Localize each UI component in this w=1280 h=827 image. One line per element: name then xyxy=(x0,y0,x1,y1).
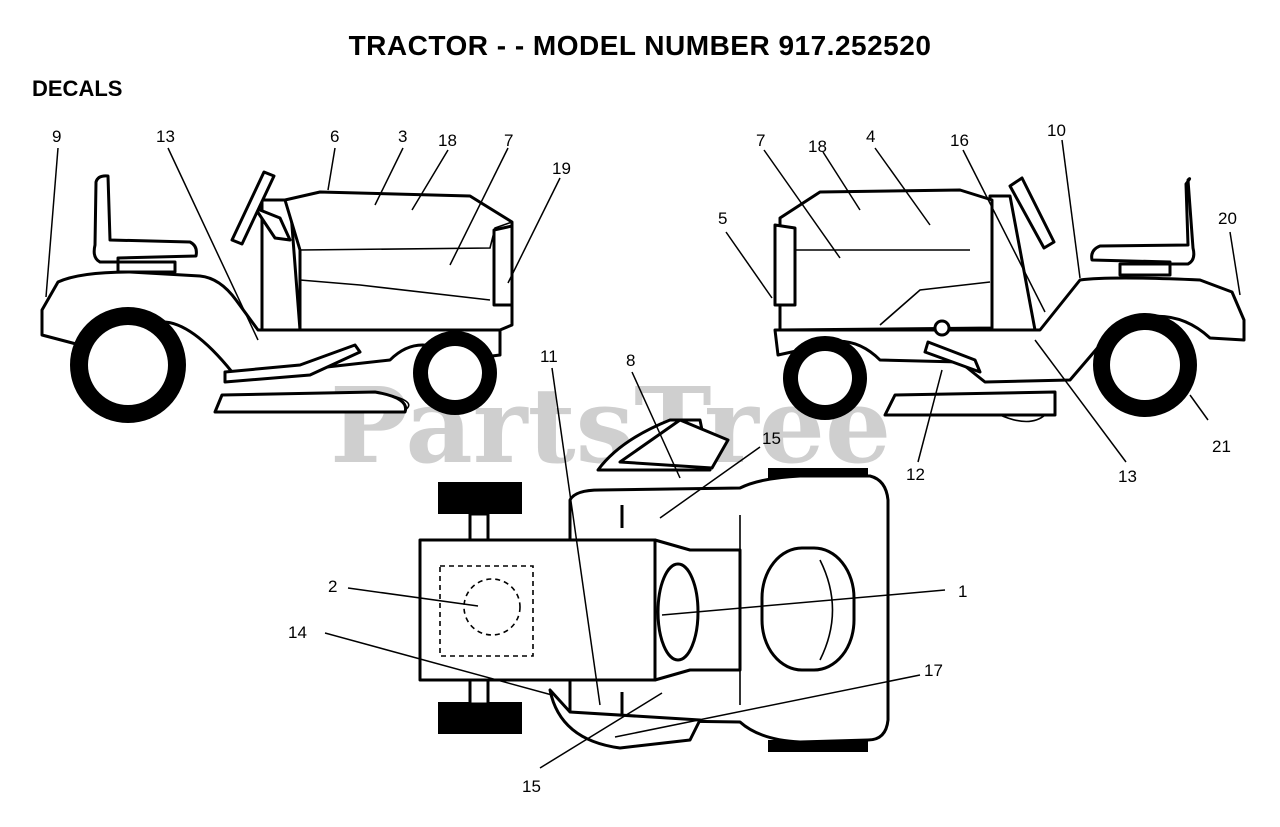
callout-1: 1 xyxy=(958,582,967,601)
section-heading: DECALS xyxy=(32,76,123,101)
callout-11: 11 xyxy=(540,347,558,366)
callout-10: 10 xyxy=(1047,121,1066,140)
callout-16: 16 xyxy=(950,131,969,150)
callout-17: 17 xyxy=(924,661,943,680)
callout-13: 13 xyxy=(1118,467,1137,486)
callout-21: 21 xyxy=(1212,437,1231,456)
callout-5: 5 xyxy=(718,209,727,228)
callout-7: 7 xyxy=(756,131,765,150)
top-view xyxy=(324,367,946,769)
callout-3: 3 xyxy=(398,127,407,146)
callout-12: 12 xyxy=(906,465,925,484)
right-side-view xyxy=(725,139,1246,463)
callout-13: 13 xyxy=(156,127,175,146)
page-title: TRACTOR - - MODEL NUMBER 917.252520 xyxy=(348,30,932,61)
callout-18: 18 xyxy=(438,131,457,150)
callout-20: 20 xyxy=(1218,209,1237,228)
callout-4: 4 xyxy=(866,127,875,146)
callout-18: 18 xyxy=(808,137,827,156)
callout-7: 7 xyxy=(504,131,513,150)
callout-2: 2 xyxy=(328,577,337,596)
callout-19: 19 xyxy=(552,159,571,178)
callout-8: 8 xyxy=(626,351,635,370)
callout-6: 6 xyxy=(330,127,339,146)
callout-15: 15 xyxy=(762,429,781,448)
callout-labels: 9 13 6 3 18 7 19 7 18 4 16 10 5 20 11 8 … xyxy=(52,121,1237,796)
callout-14: 14 xyxy=(288,623,307,642)
callout-15: 15 xyxy=(522,777,541,796)
callout-9: 9 xyxy=(52,127,61,146)
left-side-view xyxy=(40,147,561,423)
